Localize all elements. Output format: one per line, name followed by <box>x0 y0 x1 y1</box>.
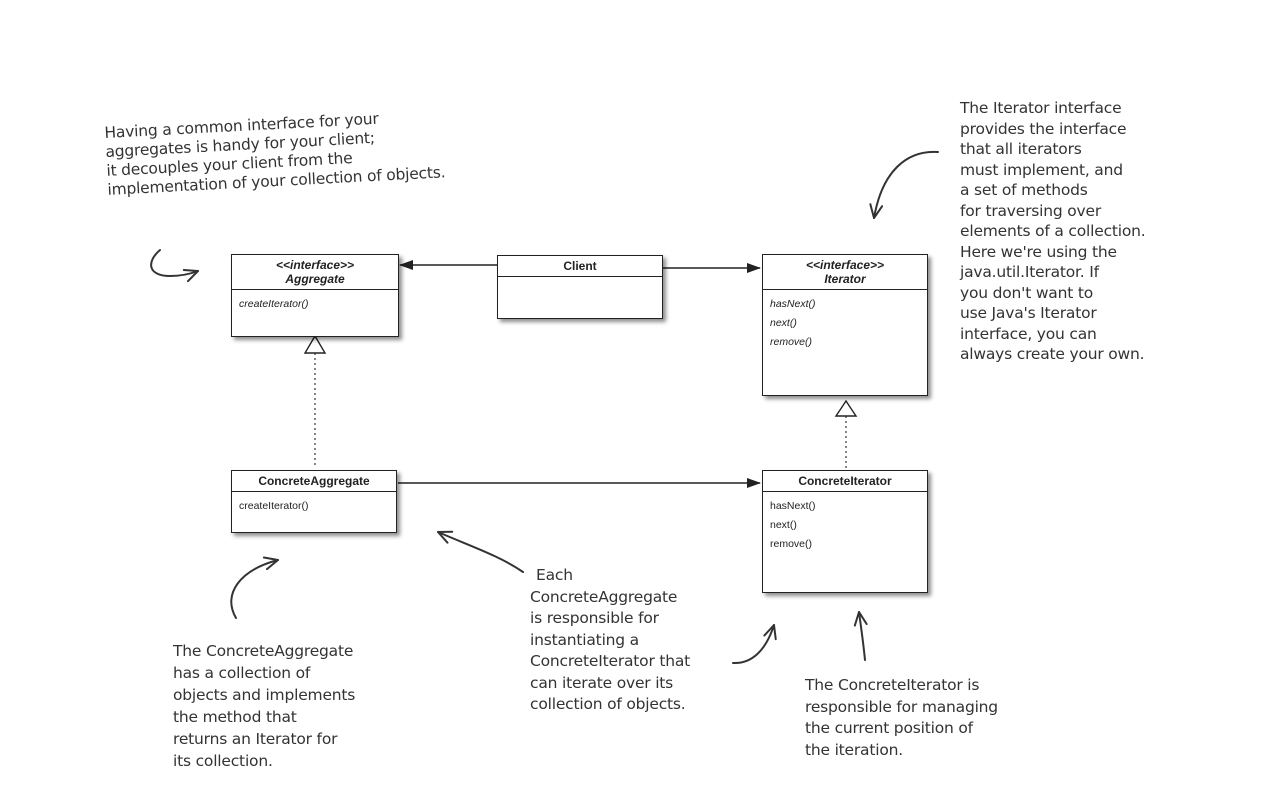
note-line: you don't want to <box>960 283 1093 302</box>
aggregate-method: createIterator() <box>239 298 309 310</box>
concrete-aggregate-header: ConcreteAggregate <box>232 471 396 492</box>
aggregate-stereotype: <<interface>> <box>275 258 355 272</box>
concrete-iterator-note: The ConcreteIterator is responsible for … <box>805 675 998 761</box>
concrete-iterator-note-pointer-arrow <box>853 611 868 661</box>
aggregate-header: <<interface>> Aggregate <box>232 255 398 290</box>
client-header: Client <box>498 256 662 277</box>
note-line: objects and implements <box>173 686 356 704</box>
note-line: a set of methods <box>960 181 1088 199</box>
aggregate-methods: createIterator() <box>232 290 398 319</box>
concrete-aggregate-class-box: ConcreteAggregate createIterator() <box>231 470 397 533</box>
iterator-class-name: Iterator <box>824 272 866 286</box>
note-line: Each <box>536 566 573 584</box>
iterator-note-pointer-arrow <box>869 150 939 219</box>
iterator-methods: hasNext() next() remove() <box>763 290 927 357</box>
note-line: ConcreteIterator that <box>530 652 691 670</box>
note-line: The ConcreteIterator is <box>805 676 980 694</box>
note-line: collection of objects. <box>530 695 686 713</box>
note-line: its collection. <box>173 752 273 770</box>
note-line: always create your own. <box>960 345 1145 363</box>
concrete-aggregate-methods: createIterator() <box>232 492 396 521</box>
note-line: The ConcreteAggregate <box>173 642 354 660</box>
client-class-box: Client <box>497 255 663 319</box>
note-line: elements of a collection. <box>960 222 1146 240</box>
iterator-header: <<interface>> Iterator <box>763 255 927 290</box>
iterator-method: hasNext() <box>770 298 816 310</box>
factory-note-pointer-arrow-right <box>732 624 777 665</box>
note-line: the current position of <box>805 719 973 737</box>
iterator-stereotype: <<interface>> <box>805 258 885 272</box>
aggregate-interface-box: <<interface>> Aggregate createIterator() <box>231 254 399 337</box>
aggregate-note-pointer-arrow <box>150 249 199 283</box>
concrete-iterator-class-box: ConcreteIterator hasNext() next() remove… <box>762 470 928 593</box>
concrete-iterator-method: next() <box>770 519 797 531</box>
note-line: has a collection of <box>173 664 311 682</box>
note-line: the method that <box>173 708 297 726</box>
client-class-name: Client <box>563 259 597 273</box>
concrete-aggregate-note-pointer-arrow <box>230 556 279 619</box>
iterator-realization-triangle <box>834 399 858 417</box>
note-line: responsible for managing <box>805 697 998 716</box>
note-line: use Java's Iterator <box>960 304 1097 322</box>
concrete-iterator-methods: hasNext() next() remove() <box>763 492 927 559</box>
note-line: Here we're using the <box>960 242 1117 261</box>
concrete-aggregate-class-name: ConcreteAggregate <box>258 474 370 488</box>
note-line: that all iterators <box>960 140 1082 158</box>
concrete-iterator-method: remove() <box>770 538 813 550</box>
iterator-interface-box: <<interface>> Iterator hasNext() next() … <box>762 254 928 396</box>
note-line: must implement, and <box>960 160 1123 179</box>
concrete-aggregate-note: The ConcreteAggregate has a collection o… <box>173 640 355 772</box>
concrete-iterator-header: ConcreteIterator <box>763 471 927 492</box>
factory-note-pointer-arrow-left <box>437 530 524 573</box>
note-line: instantiating a <box>530 630 639 649</box>
note-line: java.util.Iterator. If <box>960 263 1099 281</box>
note-line: the iteration. <box>805 740 903 759</box>
note-line: provides the interface <box>960 119 1127 138</box>
note-line: is responsible for <box>530 609 659 627</box>
note-line: returns an Iterator for <box>173 730 338 748</box>
concrete-iterator-method: hasNext() <box>770 500 816 512</box>
note-line: The Iterator interface <box>960 99 1122 117</box>
aggregate-class-name: Aggregate <box>285 272 345 286</box>
concrete-aggregate-method: createIterator() <box>239 500 309 512</box>
concrete-iterator-factory-note: Each ConcreteAggregate is responsible fo… <box>530 565 690 716</box>
note-line: interface, you can <box>960 324 1097 343</box>
note-line: ConcreteAggregate <box>530 587 678 606</box>
note-line: can iterate over its <box>530 673 674 692</box>
iterator-interface-note: The Iterator interface provides the inte… <box>960 98 1146 365</box>
iterator-method: remove() <box>770 336 813 348</box>
concrete-iterator-class-name: ConcreteIterator <box>798 474 892 488</box>
aggregate-realization-triangle <box>303 334 327 354</box>
note-line: for traversing over <box>960 201 1102 220</box>
iterator-method: next() <box>770 317 797 329</box>
